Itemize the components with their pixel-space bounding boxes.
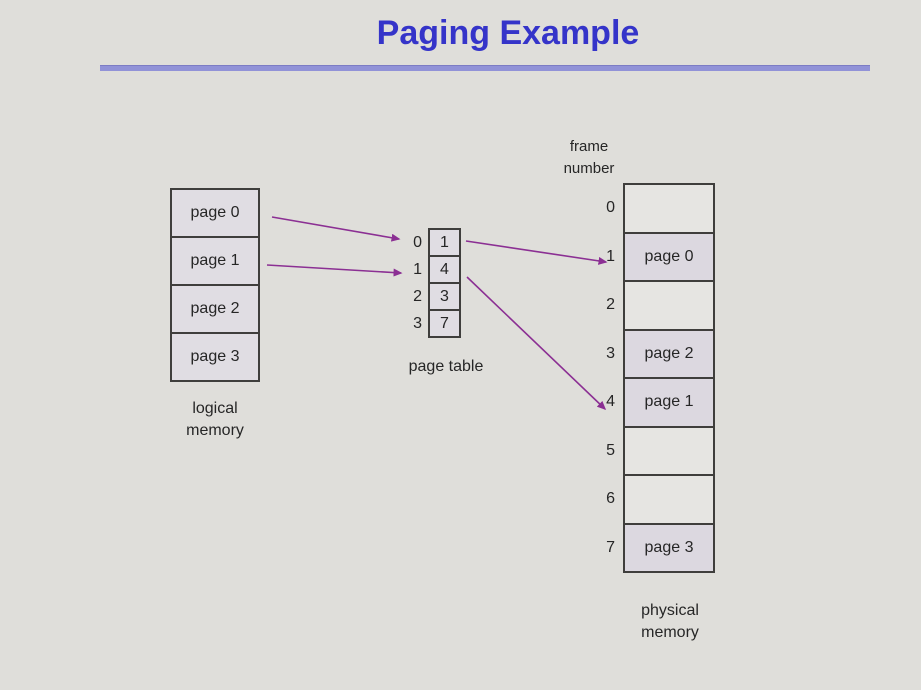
frame-content	[623, 183, 715, 234]
page-table-row: 3 7	[398, 309, 461, 338]
logical-memory-cell: page 1	[170, 236, 260, 286]
page-table-row: 2 3	[398, 282, 461, 311]
page-table-row: 0 1	[398, 228, 461, 257]
page-table-value: 1	[428, 228, 461, 257]
physical-frame: 7 page 3	[606, 522, 715, 573]
arrow-pt0-to-frame1	[465, 240, 608, 265]
arrow-pt1-to-frame4	[466, 276, 607, 411]
physical-frame: 1 page 0	[606, 231, 715, 282]
page-table-index: 0	[413, 233, 422, 251]
logical-memory-label: logical memory	[186, 400, 244, 439]
physical-frame: 6	[606, 474, 715, 525]
physical-frame: 5	[606, 425, 715, 476]
frame-content: page 1	[623, 377, 715, 428]
frame-content: page 2	[623, 328, 715, 379]
frame-content	[623, 280, 715, 331]
frame-number: 0	[606, 199, 615, 217]
page-table-index: 1	[413, 260, 422, 278]
frame-number: 5	[606, 441, 615, 459]
page-table-index: 3	[413, 314, 422, 332]
frame-content	[623, 474, 715, 525]
arrow-page1-to-pt1	[266, 264, 403, 277]
page-table-value: 3	[428, 282, 461, 311]
logical-memory-column: page 0 page 1 page 2 page 3	[170, 188, 260, 382]
logical-memory-cell: page 3	[170, 332, 260, 382]
physical-frame: 2	[606, 280, 715, 331]
physical-memory-label: physical memory	[641, 602, 699, 641]
page-title: Paging Example	[376, 14, 640, 52]
frame-content	[623, 425, 715, 476]
frame-content: page 3	[623, 522, 715, 573]
frame-number-label: frame number	[563, 138, 615, 177]
frame-number: 7	[606, 538, 615, 556]
arrow-page0-to-pt0	[271, 216, 401, 242]
physical-frame: 3 page 2	[606, 328, 715, 379]
physical-memory-column: 0 1 page 0 2 3 page 2 4 page 1 5 6 7 pag…	[606, 183, 715, 573]
frame-number: 4	[606, 393, 615, 411]
page-table-value: 7	[428, 309, 461, 338]
page-table-label: page table	[408, 358, 484, 375]
frame-number: 3	[606, 344, 615, 362]
page-table-index: 2	[413, 287, 422, 305]
title-underline	[100, 65, 870, 71]
frame-content: page 0	[623, 231, 715, 282]
logical-memory-cell: page 0	[170, 188, 260, 238]
logical-memory-cell: page 2	[170, 284, 260, 334]
physical-frame: 4 page 1	[606, 377, 715, 428]
frame-number: 2	[606, 296, 615, 314]
frame-number: 1	[606, 247, 615, 265]
page-table-row: 1 4	[398, 255, 461, 284]
page-table-value: 4	[428, 255, 461, 284]
page-table: 0 1 1 4 2 3 3 7	[398, 228, 461, 338]
physical-frame: 0	[606, 183, 715, 234]
frame-number: 6	[606, 490, 615, 508]
